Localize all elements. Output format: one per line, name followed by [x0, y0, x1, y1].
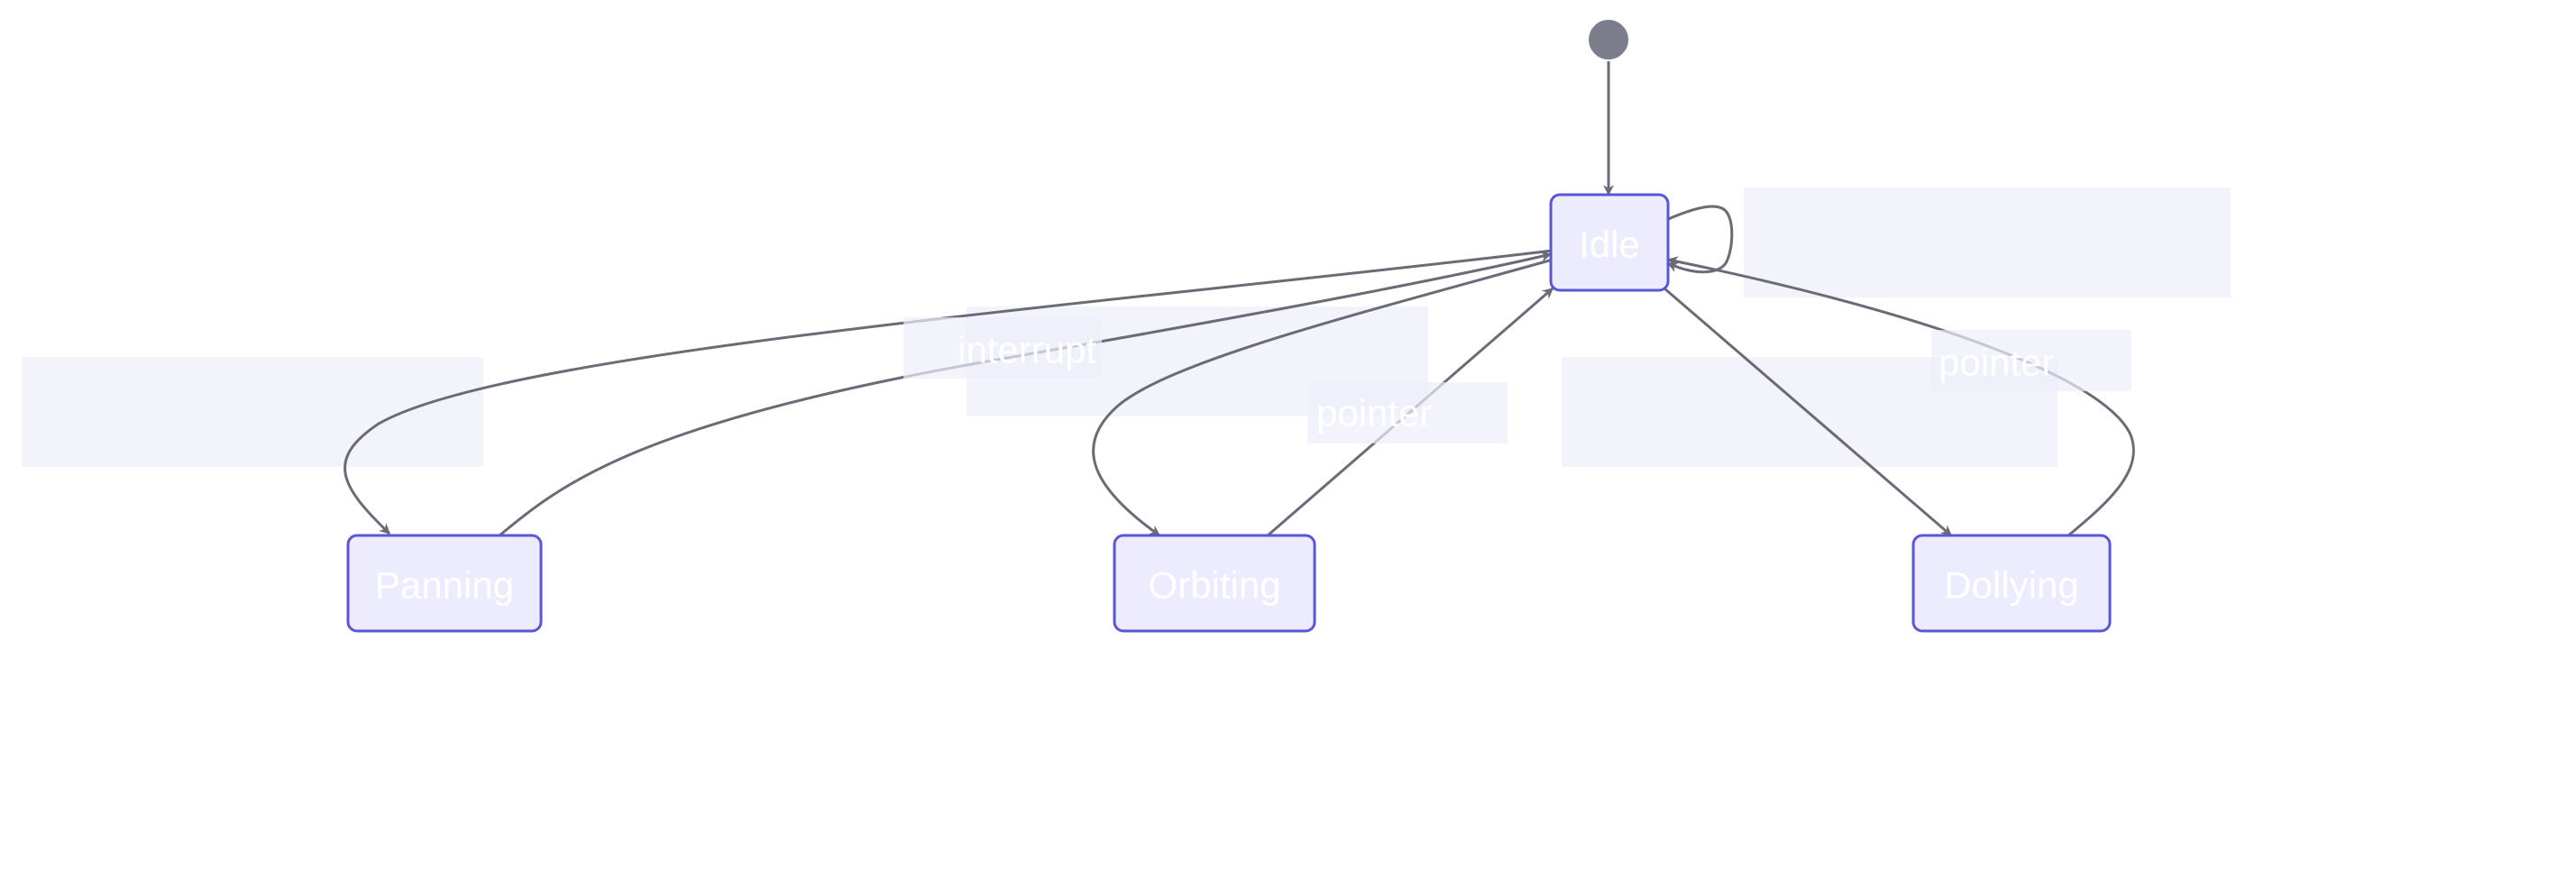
edge-idle-self-loop: [1665, 205, 1734, 274]
state-dollying[interactable]: Dollying: [1911, 534, 2112, 633]
state-dollying-box: [1911, 534, 2112, 633]
state-idle-label: Idle: [1579, 224, 1640, 266]
state-dollying-label: Dollying: [1944, 564, 2078, 607]
state-panning[interactable]: Panning: [346, 534, 543, 633]
edge-label-panel: [1744, 187, 2231, 297]
state-panning-label: Panning: [375, 564, 514, 607]
start-node: [1587, 18, 1630, 61]
edge-dollying-to-idle: [1666, 256, 2135, 537]
state-idle-box: [1549, 193, 1670, 292]
edge-label-interrupt: interrupt: [958, 329, 1096, 371]
edge-idle-to-orbiting: [1092, 258, 1554, 537]
edge-idle-to-panning: [344, 249, 1554, 535]
state-orbiting[interactable]: Orbiting: [1113, 534, 1316, 633]
edge-label-panel: [1307, 382, 1508, 443]
edge-label-panel: [22, 357, 483, 467]
state-idle[interactable]: Idle: [1549, 193, 1670, 292]
state-panning-box: [346, 534, 543, 633]
state-orbiting-label: Orbiting: [1148, 564, 1280, 607]
edge-label-pointer-orbiting: pointer: [1316, 392, 1432, 434]
state-orbiting-box: [1113, 534, 1316, 633]
edge-label-pointer-dollying: pointer: [1939, 342, 2054, 384]
edge-label-panel: [903, 317, 1102, 379]
edge-idle-to-dollying: [1664, 287, 1952, 537]
edge-label-panel: [1931, 330, 2131, 391]
